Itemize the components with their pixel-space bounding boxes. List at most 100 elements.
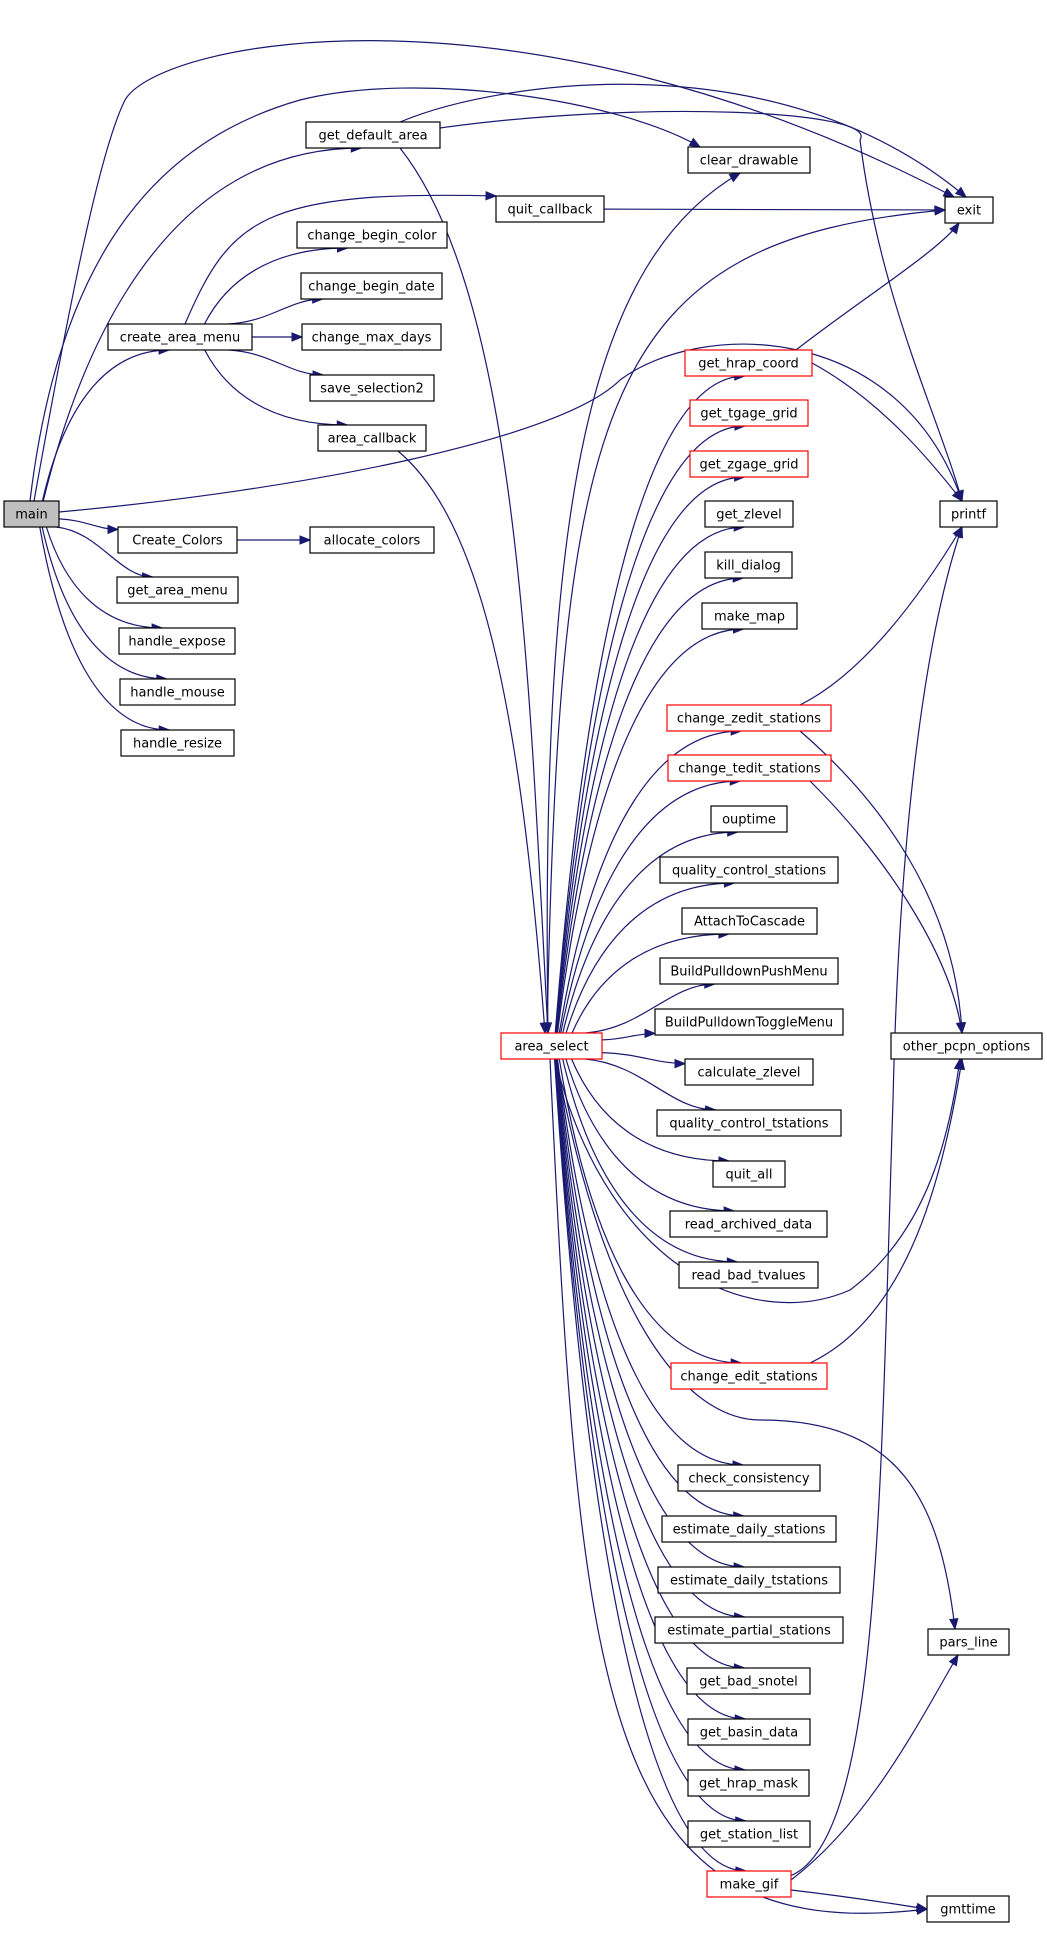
node-quality_control_tstations[interactable]: quality_control_tstations [656,1109,842,1137]
node-box-change_begin_date[interactable] [300,272,443,300]
node-handle_resize[interactable]: handle_resize [120,729,235,757]
node-box-calculate_zlevel[interactable] [684,1058,814,1086]
node-box-BuildPulldownPushMenu[interactable] [659,957,839,985]
node-box-exit[interactable] [944,196,994,224]
node-box-pars_line[interactable] [927,1628,1010,1656]
node-box-read_archived_data[interactable] [669,1210,828,1238]
node-get_hrap_coord[interactable]: get_hrap_coord [684,349,813,377]
node-change_zedit_stations[interactable]: change_zedit_stations [666,704,832,732]
node-box-area_callback[interactable] [317,424,427,452]
node-check_consistency[interactable]: check_consistency [677,1464,821,1492]
node-box-save_selection2[interactable] [309,374,435,402]
node-box-get_bad_snotel[interactable] [686,1667,811,1695]
node-box-change_edit_stations[interactable] [670,1362,828,1390]
node-box-main[interactable] [3,500,60,528]
node-box-quit_all[interactable] [712,1160,786,1188]
node-change_edit_stations[interactable]: change_edit_stations [670,1362,828,1390]
node-area_callback[interactable]: area_callback [317,424,427,452]
node-box-get_default_area[interactable] [305,121,441,149]
node-box-get_hrap_coord[interactable] [684,349,813,377]
node-allocate_colors[interactable]: allocate_colors [309,526,435,554]
node-gmttime[interactable]: gmttime [926,1895,1010,1923]
node-box-gmttime[interactable] [926,1895,1010,1923]
node-exit[interactable]: exit [944,196,994,224]
node-box-make_map[interactable] [701,602,798,630]
node-box-quality_control_stations[interactable] [659,856,839,884]
node-box-allocate_colors[interactable] [309,526,435,554]
node-get_bad_snotel[interactable]: get_bad_snotel [686,1667,811,1695]
node-change_begin_color[interactable]: change_begin_color [296,221,448,249]
node-pars_line[interactable]: pars_line [927,1628,1010,1656]
node-box-get_basin_data[interactable] [687,1718,811,1746]
node-box-get_station_list[interactable] [687,1820,811,1848]
node-get_zlevel[interactable]: get_zlevel [704,500,794,528]
node-box-change_zedit_stations[interactable] [666,704,832,732]
node-get_station_list[interactable]: get_station_list [687,1820,811,1848]
node-box-other_pcpn_options[interactable] [890,1032,1043,1060]
node-Create_Colors[interactable]: Create_Colors [117,526,238,554]
node-box-printf[interactable] [939,500,998,528]
node-box-make_gif[interactable] [706,1870,792,1898]
node-main[interactable]: main [3,500,60,528]
node-get_area_menu[interactable]: get_area_menu [116,576,239,604]
node-calculate_zlevel[interactable]: calculate_zlevel [684,1058,814,1086]
node-ouptime[interactable]: ouptime [710,805,788,833]
node-box-read_bad_tvalues[interactable] [678,1261,819,1289]
node-clear_drawable[interactable]: clear_drawable [687,146,811,174]
node-box-estimate_daily_tstations[interactable] [657,1566,841,1594]
node-box-BuildPulldownToggleMenu[interactable] [654,1008,844,1036]
node-change_begin_date[interactable]: change_begin_date [300,272,443,300]
node-box-get_zgage_grid[interactable] [689,450,809,478]
node-box-change_max_days[interactable] [301,323,442,351]
node-box-change_tedit_stations[interactable] [667,754,832,782]
node-box-create_area_menu[interactable] [107,323,253,351]
node-handle_expose[interactable]: handle_expose [118,627,236,655]
node-box-handle_expose[interactable] [118,627,236,655]
node-box-kill_dialog[interactable] [704,551,793,579]
node-box-quit_callback[interactable] [495,195,605,223]
node-box-change_begin_color[interactable] [296,221,448,249]
node-read_bad_tvalues[interactable]: read_bad_tvalues [678,1261,819,1289]
node-get_zgage_grid[interactable]: get_zgage_grid [689,450,809,478]
node-other_pcpn_options[interactable]: other_pcpn_options [890,1032,1043,1060]
node-box-get_hrap_mask[interactable] [687,1769,810,1797]
node-box-get_zlevel[interactable] [704,500,794,528]
node-get_hrap_mask[interactable]: get_hrap_mask [687,1769,810,1797]
node-box-estimate_daily_stations[interactable] [661,1515,837,1543]
node-handle_mouse[interactable]: handle_mouse [119,678,236,706]
node-change_max_days[interactable]: change_max_days [301,323,442,351]
node-estimate_daily_tstations[interactable]: estimate_daily_tstations [657,1566,841,1594]
node-make_map[interactable]: make_map [701,602,798,630]
node-area_select[interactable]: area_select [500,1032,603,1060]
node-get_default_area[interactable]: get_default_area [305,121,441,149]
node-estimate_daily_stations[interactable]: estimate_daily_stations [661,1515,837,1543]
node-save_selection2[interactable]: save_selection2 [309,374,435,402]
node-box-get_area_menu[interactable] [116,576,239,604]
node-printf[interactable]: printf [939,500,998,528]
node-box-quality_control_tstations[interactable] [656,1109,842,1137]
node-box-AttachToCascade[interactable] [681,907,818,935]
node-box-clear_drawable[interactable] [687,146,811,174]
node-box-estimate_partial_stations[interactable] [654,1616,844,1644]
node-box-check_consistency[interactable] [677,1464,821,1492]
node-BuildPulldownToggleMenu[interactable]: BuildPulldownToggleMenu [654,1008,844,1036]
node-AttachToCascade[interactable]: AttachToCascade [681,907,818,935]
node-quit_all[interactable]: quit_all [712,1160,786,1188]
node-box-ouptime[interactable] [710,805,788,833]
node-quality_control_stations[interactable]: quality_control_stations [659,856,839,884]
node-create_area_menu[interactable]: create_area_menu [107,323,253,351]
node-estimate_partial_stations[interactable]: estimate_partial_stations [654,1616,844,1644]
node-box-handle_mouse[interactable] [119,678,236,706]
node-read_archived_data[interactable]: read_archived_data [669,1210,828,1238]
node-box-get_tgage_grid[interactable] [689,399,809,427]
node-get_basin_data[interactable]: get_basin_data [687,1718,811,1746]
node-quit_callback[interactable]: quit_callback [495,195,605,223]
node-box-handle_resize[interactable] [120,729,235,757]
node-box-Create_Colors[interactable] [117,526,238,554]
node-change_tedit_stations[interactable]: change_tedit_stations [667,754,832,782]
node-BuildPulldownPushMenu[interactable]: BuildPulldownPushMenu [659,957,839,985]
node-kill_dialog[interactable]: kill_dialog [704,551,793,579]
node-get_tgage_grid[interactable]: get_tgage_grid [689,399,809,427]
node-make_gif[interactable]: make_gif [706,1870,792,1898]
node-box-area_select[interactable] [500,1032,603,1060]
